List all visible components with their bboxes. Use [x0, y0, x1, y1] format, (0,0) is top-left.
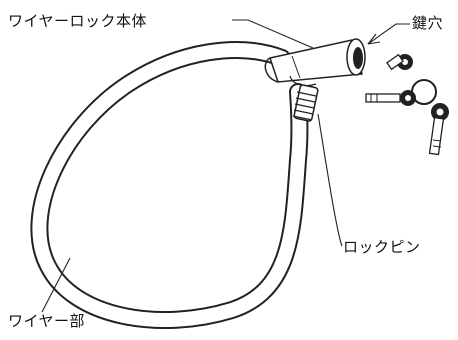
lock-body-label: ワイヤーロック本体 [8, 12, 148, 30]
lock-pin-leader [317, 113, 343, 247]
key-hole-leader [367, 23, 410, 45]
leader-lines [41, 19, 410, 313]
lock-body [264, 38, 366, 87]
key-hole-label: 鍵穴 [412, 14, 444, 32]
lock-pin-label: ロックピン [343, 238, 421, 256]
wire-cable [30, 41, 309, 329]
wire-label: ワイヤー部 [8, 312, 86, 330]
lock-pin [292, 84, 319, 122]
key-hole-arrow [367, 33, 381, 45]
keys [365, 53, 449, 156]
wire-leader [41, 257, 71, 313]
lock-body-leader [232, 19, 314, 49]
